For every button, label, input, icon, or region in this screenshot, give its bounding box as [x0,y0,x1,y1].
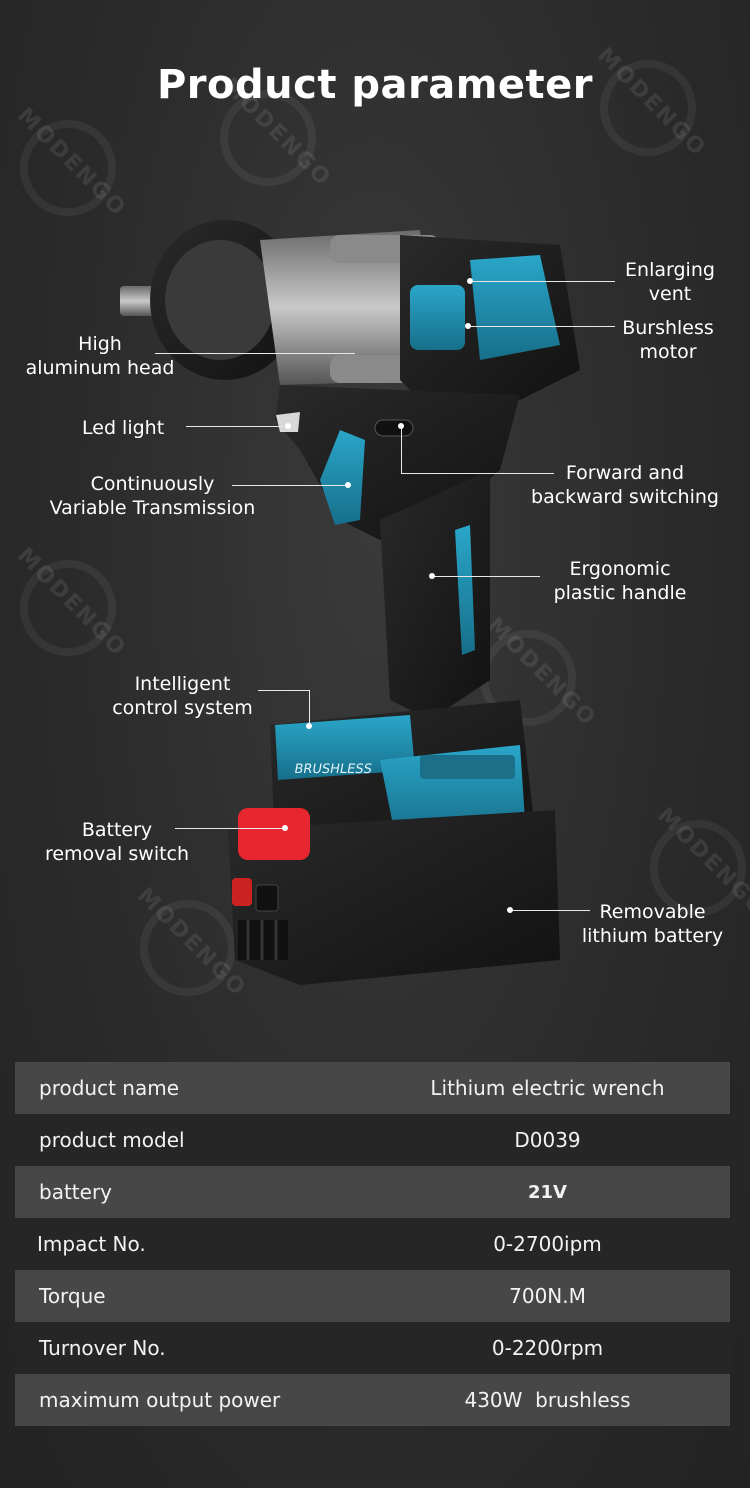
table-row: Turnover No. 0-2200rpm [15,1322,730,1374]
spec-value: 430W brushless [464,1388,631,1412]
callout-led-light: Led light [82,417,165,439]
table-row: Impact No. 0-2700ipm [15,1218,730,1270]
spec-label: battery [39,1180,112,1204]
aluminum-housing [260,230,440,385]
spec-value: 0-2200rpm [491,1336,604,1360]
table-row: Torque 700N.M [15,1270,730,1322]
page-title: Product parameter [156,62,594,108]
impact-wrench-illustration: BRUSHLESS [120,220,580,985]
battery-pack [228,810,560,985]
spec-label: Turnover No. [39,1336,166,1360]
spec-value: D0039 [514,1128,581,1152]
spec-table: product name Lithium electric wrench pro… [15,1062,730,1426]
table-row: product name Lithium electric wrench [15,1062,730,1114]
trigger-guard [320,430,365,525]
spec-label: maximum output power [39,1388,281,1412]
table-row: product model D0039 [15,1114,730,1166]
spec-value: 700N.M [509,1284,586,1308]
spec-value: 0-2700ipm [493,1232,602,1256]
spec-label: product name [39,1076,179,1100]
brushless-label: BRUSHLESS [293,762,373,777]
table-row: maximum output power 430W brushless [15,1374,730,1426]
direction-switch [374,419,414,437]
table-row: battery 21V [15,1166,730,1218]
spec-value: 21V [528,1181,567,1203]
spec-label: Impact No. [37,1232,146,1256]
battery-release-button [238,808,310,860]
led [276,412,300,432]
spec-label: Torque [39,1284,106,1308]
spec-value: Lithium electric wrench [430,1076,665,1100]
spec-label: product model [39,1128,185,1152]
